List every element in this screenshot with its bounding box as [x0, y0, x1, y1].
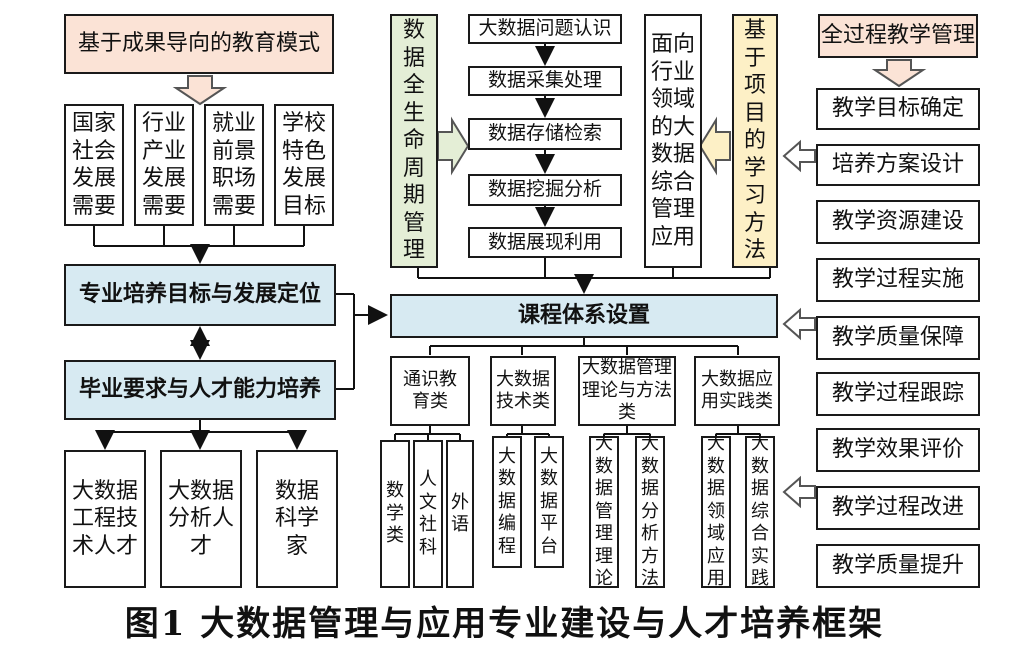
talent-engineering-text: 大数据工程技术人才: [71, 478, 138, 559]
course-language-box: 外语: [446, 440, 474, 588]
need-national-text: 国家社会发展需要: [71, 111, 116, 219]
graduation-ability-box: 毕业要求与人才能力培养: [64, 360, 336, 420]
need-industry-text: 行业产业发展需要: [141, 111, 186, 219]
mgmt-item-quality-assurance: 教学质量保障: [816, 316, 980, 360]
teaching-management-box: 全过程教学管理: [818, 14, 978, 58]
mgmt-item-improvement: 教学过程改进: [816, 486, 980, 530]
course-programming-text: 大数据编程: [497, 445, 516, 557]
data-lifecycle-text: 数据全生命周期管理: [402, 18, 425, 264]
step-problem-box: 大数据问题认识: [468, 14, 622, 44]
course-comprehensive-practice-box: 大数据综合实践: [745, 433, 775, 590]
need-industry-box: 行业产业发展需要: [134, 104, 194, 226]
obe-model-box: 基于成果导向的教育模式: [64, 14, 334, 74]
category-theory-box: 大数据管理理论与方法类: [578, 356, 676, 426]
course-math-box: 数学类: [380, 440, 410, 588]
course-analysis-method-box: 大数据分析方法: [635, 433, 665, 590]
course-domain-application-box: 大数据领域应用: [701, 433, 731, 590]
need-school-box: 学校特色发展目标: [274, 104, 334, 226]
category-practice-box: 大数据应用实践类: [694, 356, 780, 426]
industry-application-box: 面向行业领域的大数据综合管理应用: [644, 14, 702, 268]
figure-caption: 图1 大数据管理与应用专业建设与人才培养框架: [124, 604, 885, 644]
mgmt-item-goal: 教学目标确定: [816, 88, 980, 130]
category-theory-text: 大数据管理理论与方法类: [581, 357, 672, 424]
course-math-text: 数学类: [385, 480, 404, 547]
step-collection-box: 数据采集处理: [468, 66, 622, 96]
need-employment-text: 就业前景职场需要: [211, 111, 256, 219]
course-mgmt-theory-box: 大数据管理理论: [589, 433, 619, 590]
industry-application-text: 面向行业领域的大数据综合管理应用: [650, 32, 695, 250]
category-general-box: 通识教育类: [390, 356, 470, 426]
talent-scientist-box: 数据科学家: [256, 450, 338, 588]
step-mining-box: 数据挖掘分析: [468, 174, 622, 206]
category-general-text: 通识教育类: [403, 368, 457, 413]
course-platform-text: 大数据平台: [539, 445, 558, 557]
mgmt-item-tracking: 教学过程跟踪: [816, 372, 980, 416]
step-presentation-box: 数据展现利用: [468, 227, 622, 258]
need-employment-box: 就业前景职场需要: [204, 104, 264, 226]
course-mgmt-theory-text: 大数据管理理论: [594, 433, 613, 590]
goal-positioning-box: 专业培养目标与发展定位: [64, 264, 336, 326]
course-programming-box: 大数据编程: [492, 436, 522, 568]
need-national-box: 国家社会发展需要: [64, 104, 124, 226]
course-language-text: 外语: [450, 491, 469, 536]
mgmt-item-implementation: 教学过程实施: [816, 258, 980, 302]
project-learning-box: 基于项目的学习方法: [732, 14, 778, 268]
need-school-text: 学校特色发展目标: [281, 111, 326, 219]
category-practice-text: 大数据应用实践类: [700, 368, 773, 413]
course-analysis-method-text: 大数据分析方法: [640, 433, 659, 590]
curriculum-system-box: 课程体系设置: [390, 294, 778, 338]
mgmt-item-resource: 教学资源建设: [816, 200, 980, 244]
category-tech-text: 大数据技术类: [496, 368, 550, 413]
project-learning-text: 基于项目的学习方法: [743, 18, 766, 264]
course-comprehensive-practice-text: 大数据综合实践: [750, 433, 769, 590]
data-lifecycle-box: 数据全生命周期管理: [390, 14, 438, 268]
talent-engineering-box: 大数据工程技术人才: [64, 450, 146, 588]
talent-analysis-text: 大数据分析人才: [167, 478, 234, 559]
talent-analysis-box: 大数据分析人才: [160, 450, 242, 588]
mgmt-item-quality-improvement: 教学质量提升: [816, 544, 980, 588]
step-storage-box: 数据存储检索: [468, 118, 622, 150]
course-humanities-box: 人文社科: [413, 440, 443, 588]
mgmt-item-plan-design: 培养方案设计: [816, 144, 980, 186]
course-humanities-text: 人文社科: [418, 469, 437, 558]
course-platform-box: 大数据平台: [534, 436, 564, 568]
mgmt-item-evaluation: 教学效果评价: [816, 428, 980, 472]
category-tech-box: 大数据技术类: [490, 356, 556, 426]
course-domain-application-text: 大数据领域应用: [706, 433, 725, 590]
talent-scientist-text: 数据科学家: [274, 478, 319, 559]
